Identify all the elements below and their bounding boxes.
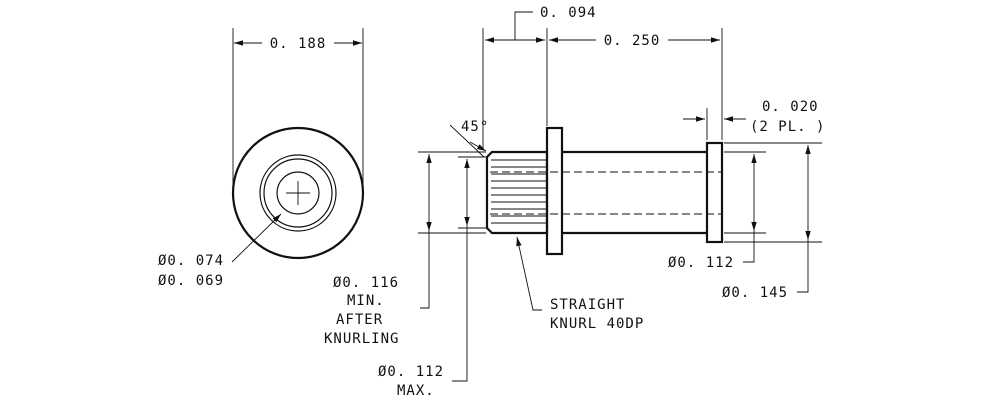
leader-prek bbox=[452, 226, 468, 382]
pre-knurl-note-text: MAX. bbox=[397, 383, 435, 399]
dim-250-text: 0. 250 bbox=[604, 33, 661, 49]
end-view-bore-circle-outer bbox=[263, 158, 333, 228]
knurl-note-leader bbox=[516, 236, 542, 311]
end-view: 0. 188 Ø0. 074 Ø0. 069 bbox=[158, 28, 365, 289]
end-view-shoulder-circle bbox=[259, 154, 337, 232]
knurl-note-line1: STRAIGHT bbox=[550, 297, 625, 313]
knurl-dia-knurling-text: KNURLING bbox=[324, 331, 399, 347]
leader-knurl bbox=[420, 231, 430, 309]
knurl-lines bbox=[491, 159, 547, 224]
end-view-bore-circle-inner bbox=[276, 171, 320, 215]
knurl-dia-after-text: AFTER bbox=[336, 312, 383, 328]
pre-knurl-dia-text: Ø0. 112 bbox=[378, 364, 444, 380]
end-flange bbox=[705, 141, 724, 244]
leader-094 bbox=[514, 11, 533, 40]
dim-188-text: 0. 188 bbox=[270, 36, 327, 52]
center-flange bbox=[545, 126, 564, 256]
knurl-note-line2: KNURL 40DP bbox=[550, 316, 644, 332]
dim-020-note: (2 PL. ) bbox=[750, 119, 825, 135]
bore-leader bbox=[231, 213, 282, 263]
knurl-dia-min-text: MIN. bbox=[347, 293, 385, 309]
dim-094-text: 0. 094 bbox=[540, 5, 597, 21]
body-dia-text: Ø0. 112 bbox=[668, 255, 734, 271]
leader-body bbox=[743, 231, 755, 263]
chamfer-arc-arrow bbox=[469, 141, 487, 152]
chamfer-text: 45° bbox=[461, 119, 489, 135]
knurl-section bbox=[485, 150, 549, 235]
bore-dia-min-text: Ø0. 069 bbox=[158, 273, 224, 289]
side-view: 0. 094 0. 250 0. 020 (2 PL. ) 45° Ø0. 11… bbox=[324, 5, 825, 399]
leader-flange bbox=[797, 240, 809, 293]
knurl-dia-text: Ø0. 116 bbox=[333, 275, 399, 291]
dim-020-text: 0. 020 bbox=[762, 99, 819, 115]
flange-dia-text: Ø0. 145 bbox=[722, 285, 788, 301]
bore-dia-max-text: Ø0. 074 bbox=[158, 253, 224, 269]
